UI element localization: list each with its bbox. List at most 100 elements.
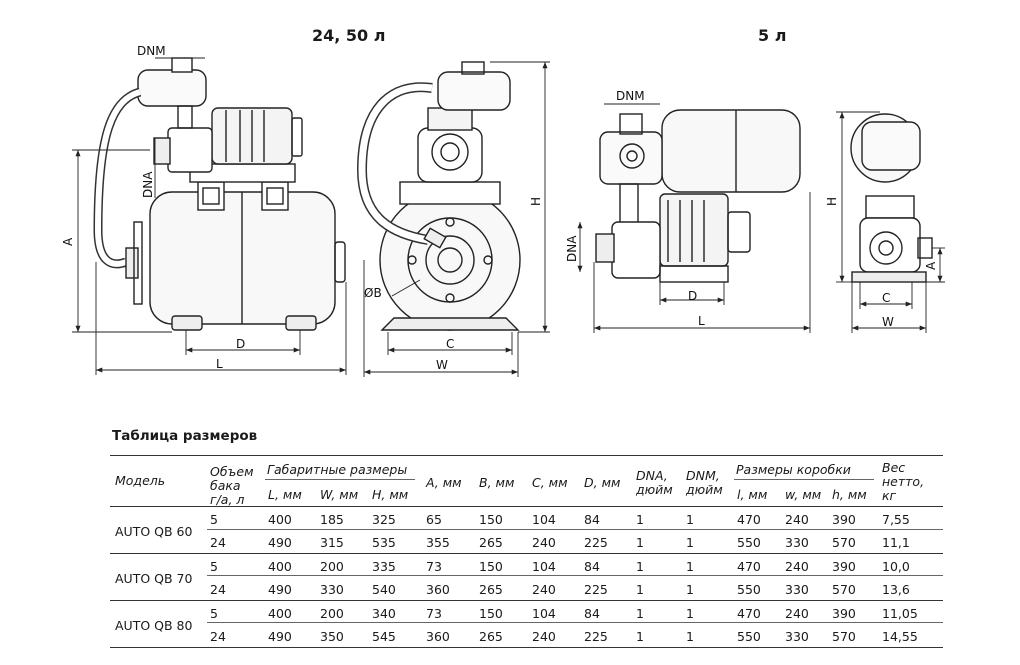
cell-d: 84 bbox=[584, 559, 600, 574]
cell-l: 490 bbox=[268, 629, 292, 644]
table-title: Таблица размеров bbox=[112, 428, 258, 444]
table-top-rule bbox=[110, 455, 943, 456]
box-group-rule bbox=[734, 479, 874, 480]
col-header-dna-line1: DNA, bbox=[636, 468, 668, 483]
cell-c: 240 bbox=[532, 629, 556, 644]
cell-box-w: 330 bbox=[785, 582, 809, 597]
label-l-right: L bbox=[698, 314, 705, 328]
cell-weight: 11,1 bbox=[882, 535, 910, 550]
cell-dnm: 1 bbox=[686, 559, 694, 574]
label-dna-left: DNA bbox=[141, 171, 155, 198]
label-dna-right: DNA bbox=[565, 235, 579, 262]
row-rule bbox=[207, 575, 943, 576]
cell-w: 200 bbox=[320, 606, 344, 621]
cell-b: 265 bbox=[479, 582, 503, 597]
cell-a: 360 bbox=[426, 629, 450, 644]
cell-box-w: 240 bbox=[785, 606, 809, 621]
cell-box-h: 570 bbox=[832, 582, 856, 597]
cell-dnm: 1 bbox=[686, 606, 694, 621]
cell-b: 150 bbox=[479, 559, 503, 574]
label-a-left: A bbox=[61, 237, 75, 246]
dimension-lines-front-large bbox=[363, 61, 550, 377]
pump-side-view-large bbox=[93, 57, 346, 331]
cell-box-w: 330 bbox=[785, 535, 809, 550]
col-header-dna-line2: дюйм bbox=[636, 482, 673, 497]
cell-l: 400 bbox=[268, 512, 292, 527]
pump-front-view-large bbox=[356, 61, 521, 331]
cell-box-w: 330 bbox=[785, 629, 809, 644]
col-header-weight: Вес нетто, кг bbox=[882, 461, 924, 503]
col-header-box: Размеры коробки bbox=[736, 462, 851, 477]
cell-a: 73 bbox=[426, 606, 442, 621]
cell-h: 335 bbox=[372, 559, 396, 574]
cell-h: 545 bbox=[372, 629, 396, 644]
label-dnm-right: DNM bbox=[616, 89, 645, 103]
col-header-overall: Габаритные размеры bbox=[267, 462, 408, 477]
dimension-lines-side-small bbox=[577, 103, 811, 333]
cell-w: 315 bbox=[320, 535, 344, 550]
cell-dnm: 1 bbox=[686, 582, 694, 597]
cell-c: 104 bbox=[532, 559, 556, 574]
cell-tank: 24 bbox=[210, 535, 226, 550]
cell-c: 240 bbox=[532, 582, 556, 597]
table-bottom-rule bbox=[110, 647, 943, 648]
cell-box-h: 390 bbox=[832, 559, 856, 574]
cell-box-h: 390 bbox=[832, 512, 856, 527]
label-w-right: W bbox=[882, 315, 894, 329]
group-rule bbox=[110, 553, 943, 554]
label-l-left: L bbox=[216, 357, 223, 371]
cell-model: AUTO QB 60 bbox=[115, 524, 193, 539]
cell-l: 400 bbox=[268, 559, 292, 574]
row-rule bbox=[207, 622, 943, 623]
label-d-right: D bbox=[688, 289, 697, 303]
cell-tank: 5 bbox=[210, 606, 218, 621]
cell-dna: 1 bbox=[636, 512, 644, 527]
dimension-lines-front-small bbox=[836, 111, 945, 333]
cell-dnm: 1 bbox=[686, 629, 694, 644]
label-h-front: H bbox=[529, 197, 543, 206]
cell-w: 200 bbox=[320, 559, 344, 574]
col-header-w: W, мм bbox=[320, 487, 359, 502]
cell-d: 225 bbox=[584, 535, 608, 550]
label-d-left: D bbox=[236, 337, 245, 351]
label-b-front: ØB bbox=[364, 286, 382, 300]
label-h-right: H bbox=[825, 197, 839, 206]
cell-c: 104 bbox=[532, 606, 556, 621]
col-header-box-w: w, мм bbox=[785, 487, 822, 502]
cell-box-w: 240 bbox=[785, 512, 809, 527]
cell-weight: 7,55 bbox=[882, 512, 910, 527]
cell-d: 84 bbox=[584, 512, 600, 527]
cell-weight: 10,0 bbox=[882, 559, 910, 574]
cell-c: 104 bbox=[532, 512, 556, 527]
col-header-box-l: l, мм bbox=[737, 487, 768, 502]
cell-box-l: 470 bbox=[737, 559, 761, 574]
cell-h: 540 bbox=[372, 582, 396, 597]
cell-tank: 5 bbox=[210, 512, 218, 527]
cell-b: 265 bbox=[479, 629, 503, 644]
label-c-right: C bbox=[882, 291, 890, 305]
cell-dna: 1 bbox=[636, 559, 644, 574]
dimension-lines-side-large bbox=[72, 57, 347, 375]
cell-box-w: 240 bbox=[785, 559, 809, 574]
cell-b: 265 bbox=[479, 535, 503, 550]
cell-a: 73 bbox=[426, 559, 442, 574]
col-header-dna: DNA, дюйм bbox=[636, 469, 673, 497]
col-header-b: B, мм bbox=[479, 475, 515, 490]
header-5l: 5 л bbox=[758, 26, 787, 45]
label-c-front: C bbox=[446, 337, 454, 351]
col-header-tank-line2: бака bbox=[210, 478, 241, 493]
dimensions-table: Модель Объем бака г/а, л Габаритные разм… bbox=[110, 455, 943, 655]
cell-box-l: 550 bbox=[737, 535, 761, 550]
col-header-d: D, мм bbox=[584, 475, 621, 490]
cell-box-l: 470 bbox=[737, 512, 761, 527]
header-bottom-rule bbox=[110, 506, 943, 507]
overall-group-rule bbox=[265, 479, 415, 480]
col-header-tank-line3: г/а, л bbox=[210, 492, 245, 507]
col-header-dnm-line2: дюйм bbox=[686, 482, 723, 497]
label-dnm-left: DNM bbox=[137, 44, 166, 58]
cell-l: 400 bbox=[268, 606, 292, 621]
cell-w: 185 bbox=[320, 512, 344, 527]
col-header-a: A, мм bbox=[426, 475, 462, 490]
cell-box-h: 570 bbox=[832, 629, 856, 644]
cell-weight: 14,55 bbox=[882, 629, 918, 644]
